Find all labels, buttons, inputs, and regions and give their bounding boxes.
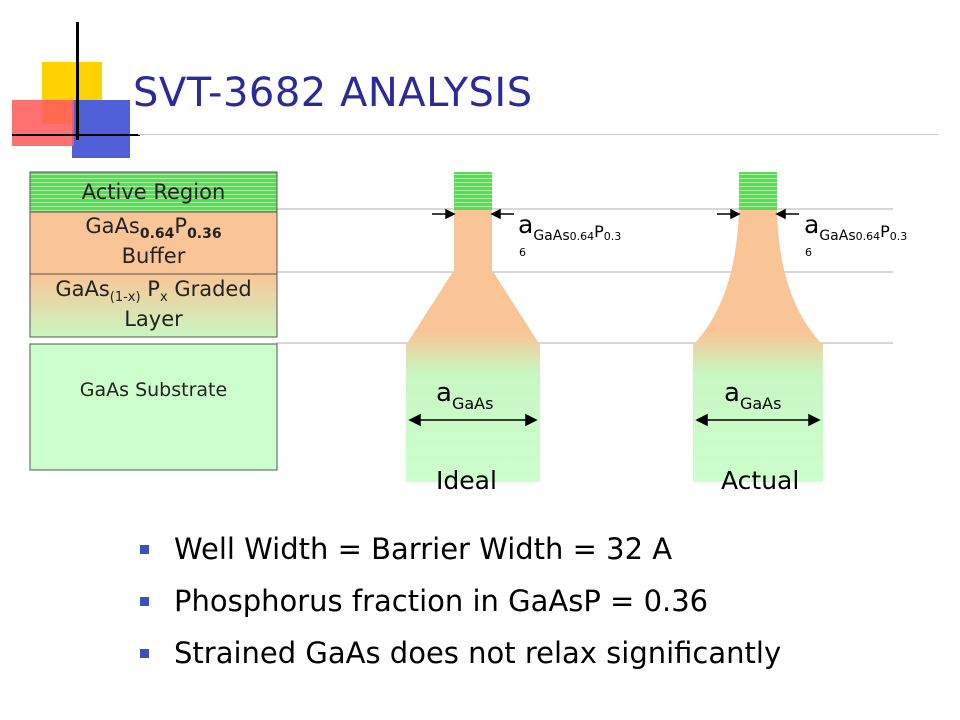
ideal-bottom-lattice-label: aGaAs	[436, 378, 494, 413]
bullet-square-icon	[140, 544, 149, 554]
actual-bottom-arrow	[695, 413, 821, 427]
bullet-item: Strained GaAs does not relax significant…	[140, 627, 781, 679]
ideal-active-stripes	[454, 172, 492, 210]
red-square	[12, 100, 74, 146]
ideal-top-arrows	[432, 208, 514, 220]
horizontal-rule-light	[138, 134, 938, 135]
graded-layer	[29, 273, 278, 338]
substrate-layer	[29, 343, 278, 471]
bullet-item: Well Width = Barrier Width = 32 A	[140, 523, 781, 575]
slide-title: SVT-3682 ANALYSIS	[133, 70, 533, 116]
actual-top-arrows	[717, 208, 799, 220]
ideal-top-lattice-wrap: 6	[519, 246, 526, 259]
bullet-list: Well Width = Barrier Width = 32 A Phosph…	[140, 523, 781, 679]
bullet-item: Phosphorus fraction in GaAsP = 0.36	[140, 575, 781, 627]
actual-caption: Actual	[721, 466, 800, 495]
active-region-label: Active Region	[81, 180, 226, 204]
graded-layer-label: GaAs(1-x) Px Graded Layer	[55, 277, 252, 331]
bullet-square-icon	[140, 648, 149, 658]
actual-active-stripes	[739, 172, 777, 210]
actual-profile-shape	[693, 210, 823, 482]
ideal-top-lattice-label: aGaAs0.64P0.3	[518, 210, 622, 244]
ideal-bottom-arrow	[408, 413, 538, 427]
vertical-rule	[76, 22, 79, 140]
ideal-profile-shape	[406, 210, 540, 482]
blue-square	[72, 100, 130, 158]
actual-top-lattice-wrap: 6	[805, 246, 812, 259]
buffer-label: GaAs0.64P0.36 Buffer	[85, 214, 222, 268]
actual-bottom-lattice-label: aGaAs	[724, 378, 782, 413]
ideal-caption: Ideal	[436, 466, 497, 495]
actual-top-lattice-label: aGaAs0.64P0.3	[804, 210, 908, 244]
bullet-square-icon	[140, 596, 149, 606]
horizontal-rule-dark	[12, 134, 140, 136]
substrate-label: GaAs Substrate	[79, 379, 228, 401]
